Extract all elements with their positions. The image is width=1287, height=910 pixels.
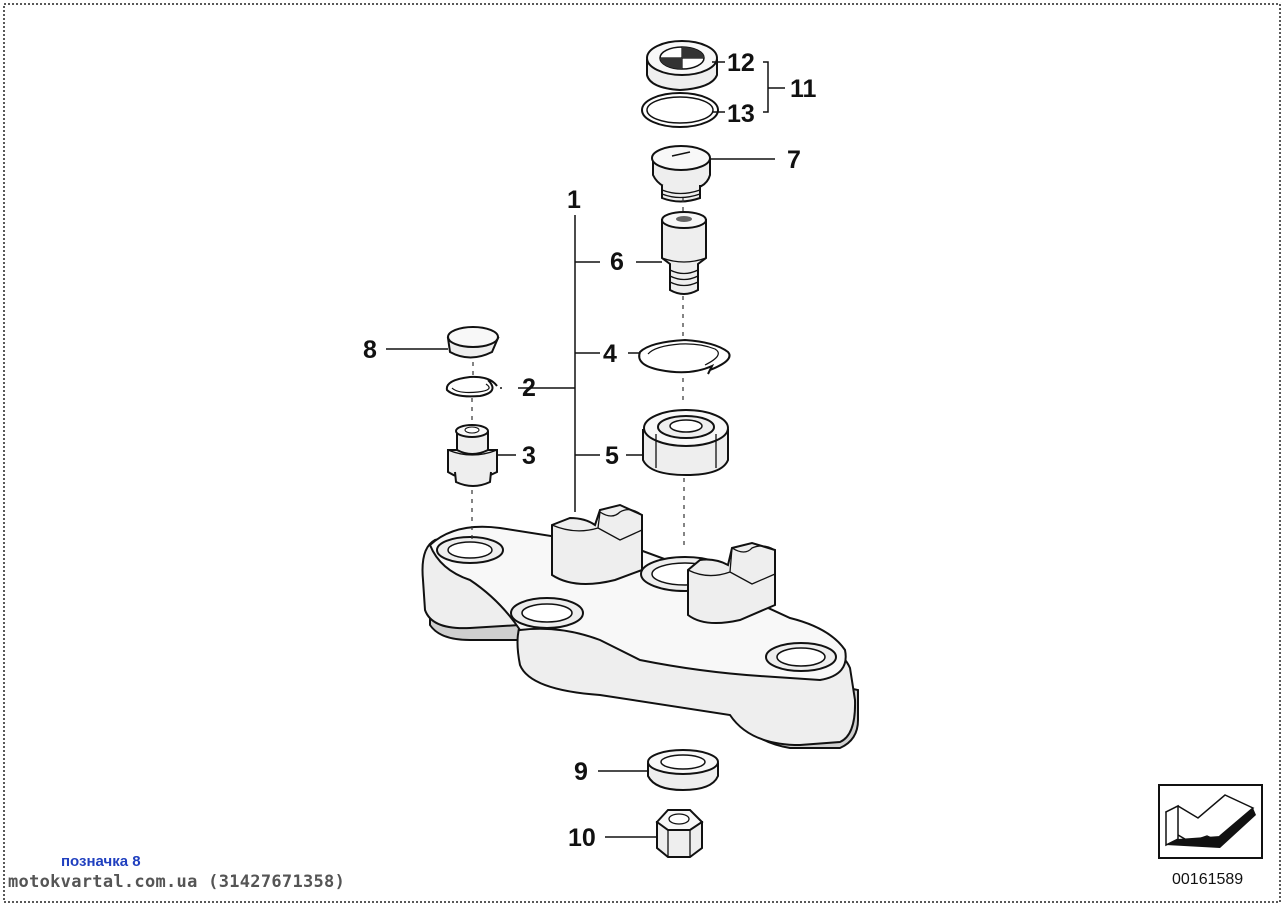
fork-bridge-part-1 xyxy=(421,503,859,749)
callout-11: 11 xyxy=(790,75,817,103)
circlip-part-4 xyxy=(638,338,731,375)
o-ring-part-13 xyxy=(641,92,719,128)
callout-5: 5 xyxy=(605,442,619,470)
callout-4: 4 xyxy=(603,340,617,368)
diagram-frame xyxy=(3,3,1281,903)
watermark-label: позначка 8 xyxy=(61,853,141,870)
plug-part-7 xyxy=(651,145,711,203)
view-direction-arrow-icon xyxy=(1158,784,1263,859)
seal-part-9 xyxy=(647,749,719,792)
callout-8: 8 xyxy=(363,336,377,364)
diagram-id: 00161589 xyxy=(1172,871,1244,888)
callout-2: 2 xyxy=(522,374,536,402)
bushing-part-3 xyxy=(447,424,498,487)
watermark-site: motokvartal.com.ua (31427671358) xyxy=(8,872,346,892)
bushing-part-5 xyxy=(642,409,729,477)
callout-12: 12 xyxy=(727,49,755,77)
callout-7: 7 xyxy=(787,146,801,174)
callout-10: 10 xyxy=(568,824,596,852)
cap-part-8 xyxy=(446,326,500,359)
nut-part-10 xyxy=(655,809,704,858)
callout-9: 9 xyxy=(574,758,588,786)
snap-ring-part-2 xyxy=(445,375,498,398)
callout-3: 3 xyxy=(522,442,536,470)
callout-6: 6 xyxy=(610,248,624,276)
bolt-part-6 xyxy=(661,211,707,295)
bmw-roundel-icon xyxy=(646,40,718,92)
callout-1: 1 xyxy=(567,186,581,214)
callout-13: 13 xyxy=(727,100,755,128)
